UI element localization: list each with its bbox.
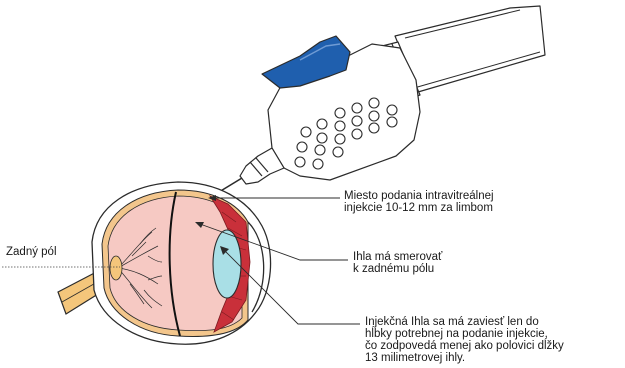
syringe-plunger: [395, 6, 545, 92]
label-needle-direction: Ihla má smerovať k zadnému pólu: [353, 251, 442, 275]
label-injection-site: Miesto podania intravitreálnej injekcie …: [344, 190, 494, 214]
eye-cross-section-icon: [58, 182, 271, 344]
lens: [213, 230, 241, 298]
syringe-icon: [240, 6, 545, 184]
label-needle-depth: Injekčná Ihla sa má zaviesť len do hĺbky…: [365, 316, 564, 364]
optic-disc: [110, 256, 122, 280]
label-posterior-pole: Zadný pól: [6, 246, 57, 258]
